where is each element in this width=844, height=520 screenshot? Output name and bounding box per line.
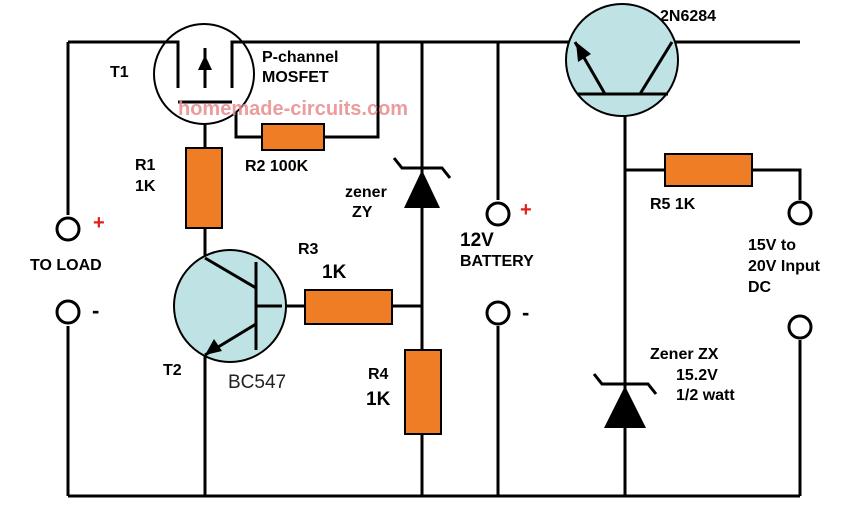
wire-r2-right	[324, 42, 380, 139]
load-negative-terminal[interactable]	[55, 299, 81, 325]
battery-plus-sign: +	[520, 199, 532, 221]
t2-base-bar	[254, 262, 282, 350]
2n6284-collector	[638, 41, 674, 95]
load-plus-sign: +	[93, 212, 105, 234]
r1-ref-label: R1	[135, 157, 156, 174]
watermark-text: homemade-circuits.com	[178, 98, 408, 120]
r4-value-label: 1K	[366, 389, 391, 410]
battery-voltage-label: 12V	[460, 230, 494, 251]
zx-line1: Zener ZX	[650, 346, 719, 363]
resistor-r1	[185, 147, 223, 229]
battery-positive-terminal[interactable]	[485, 201, 511, 227]
t1-type-line1: P-channel	[262, 49, 338, 66]
mosfet-leads	[158, 40, 250, 48]
zener-zx-bar	[592, 373, 658, 395]
terminals	[55, 200, 813, 340]
input-line1: 15V to	[748, 237, 796, 254]
zy-line2: ZY	[352, 204, 373, 221]
resistor-r3	[304, 289, 393, 325]
zener-zx-triangle	[604, 386, 646, 428]
resistor-r4	[404, 349, 442, 435]
input-line3: DC	[748, 279, 772, 296]
t1-ref-label: T1	[110, 64, 129, 81]
t2-emitter-arrow	[205, 339, 222, 355]
r3-ref-label: R3	[298, 241, 319, 258]
battery-label: BATTERY	[460, 253, 534, 270]
r3-value-label: 1K	[322, 262, 347, 283]
load-minus-sign: -	[92, 298, 99, 323]
zx-line2: 15.2V	[676, 367, 718, 384]
load-label: TO LOAD	[30, 257, 102, 274]
zener-zy-bar	[392, 157, 452, 179]
transistor-2n6284	[565, 3, 679, 117]
wire-r5-right	[752, 168, 802, 200]
transistor-t2	[173, 249, 287, 363]
zener-zy-triangle	[404, 170, 440, 208]
input-negative-terminal[interactable]	[787, 314, 813, 340]
r2-label: R2 100K	[245, 158, 309, 175]
mosfet-arrow	[198, 55, 212, 70]
r1-value-label: 1K	[135, 178, 156, 195]
t1-type-line2: MOSFET	[262, 69, 329, 86]
zener-zy	[392, 157, 452, 208]
resistor-r5	[664, 153, 753, 187]
t2-body	[173, 249, 287, 363]
zx-line3: 1/2 watt	[676, 387, 735, 404]
zy-line1: zener	[345, 184, 387, 201]
2n6284-label: 2N6284	[660, 8, 716, 25]
r4-ref-label: R4	[368, 366, 389, 383]
mosfet-t1	[153, 23, 255, 125]
2n6284-body	[565, 3, 679, 117]
resistors	[185, 123, 753, 435]
t2-part-label: BC547	[228, 372, 286, 393]
input-line2: 20V Input	[748, 258, 821, 275]
r5-label: R5 1K	[650, 196, 696, 213]
wiring	[66, 40, 802, 498]
input-positive-terminal[interactable]	[787, 200, 813, 226]
battery-negative-terminal[interactable]	[485, 300, 511, 326]
load-positive-terminal[interactable]	[55, 216, 81, 242]
t2-ref-label: T2	[163, 362, 182, 379]
battery-minus-sign: -	[522, 300, 529, 325]
2n6284-arrow	[576, 42, 591, 62]
zener-zx	[592, 373, 658, 428]
t2-collector	[204, 256, 257, 290]
resistor-r2	[261, 123, 325, 151]
